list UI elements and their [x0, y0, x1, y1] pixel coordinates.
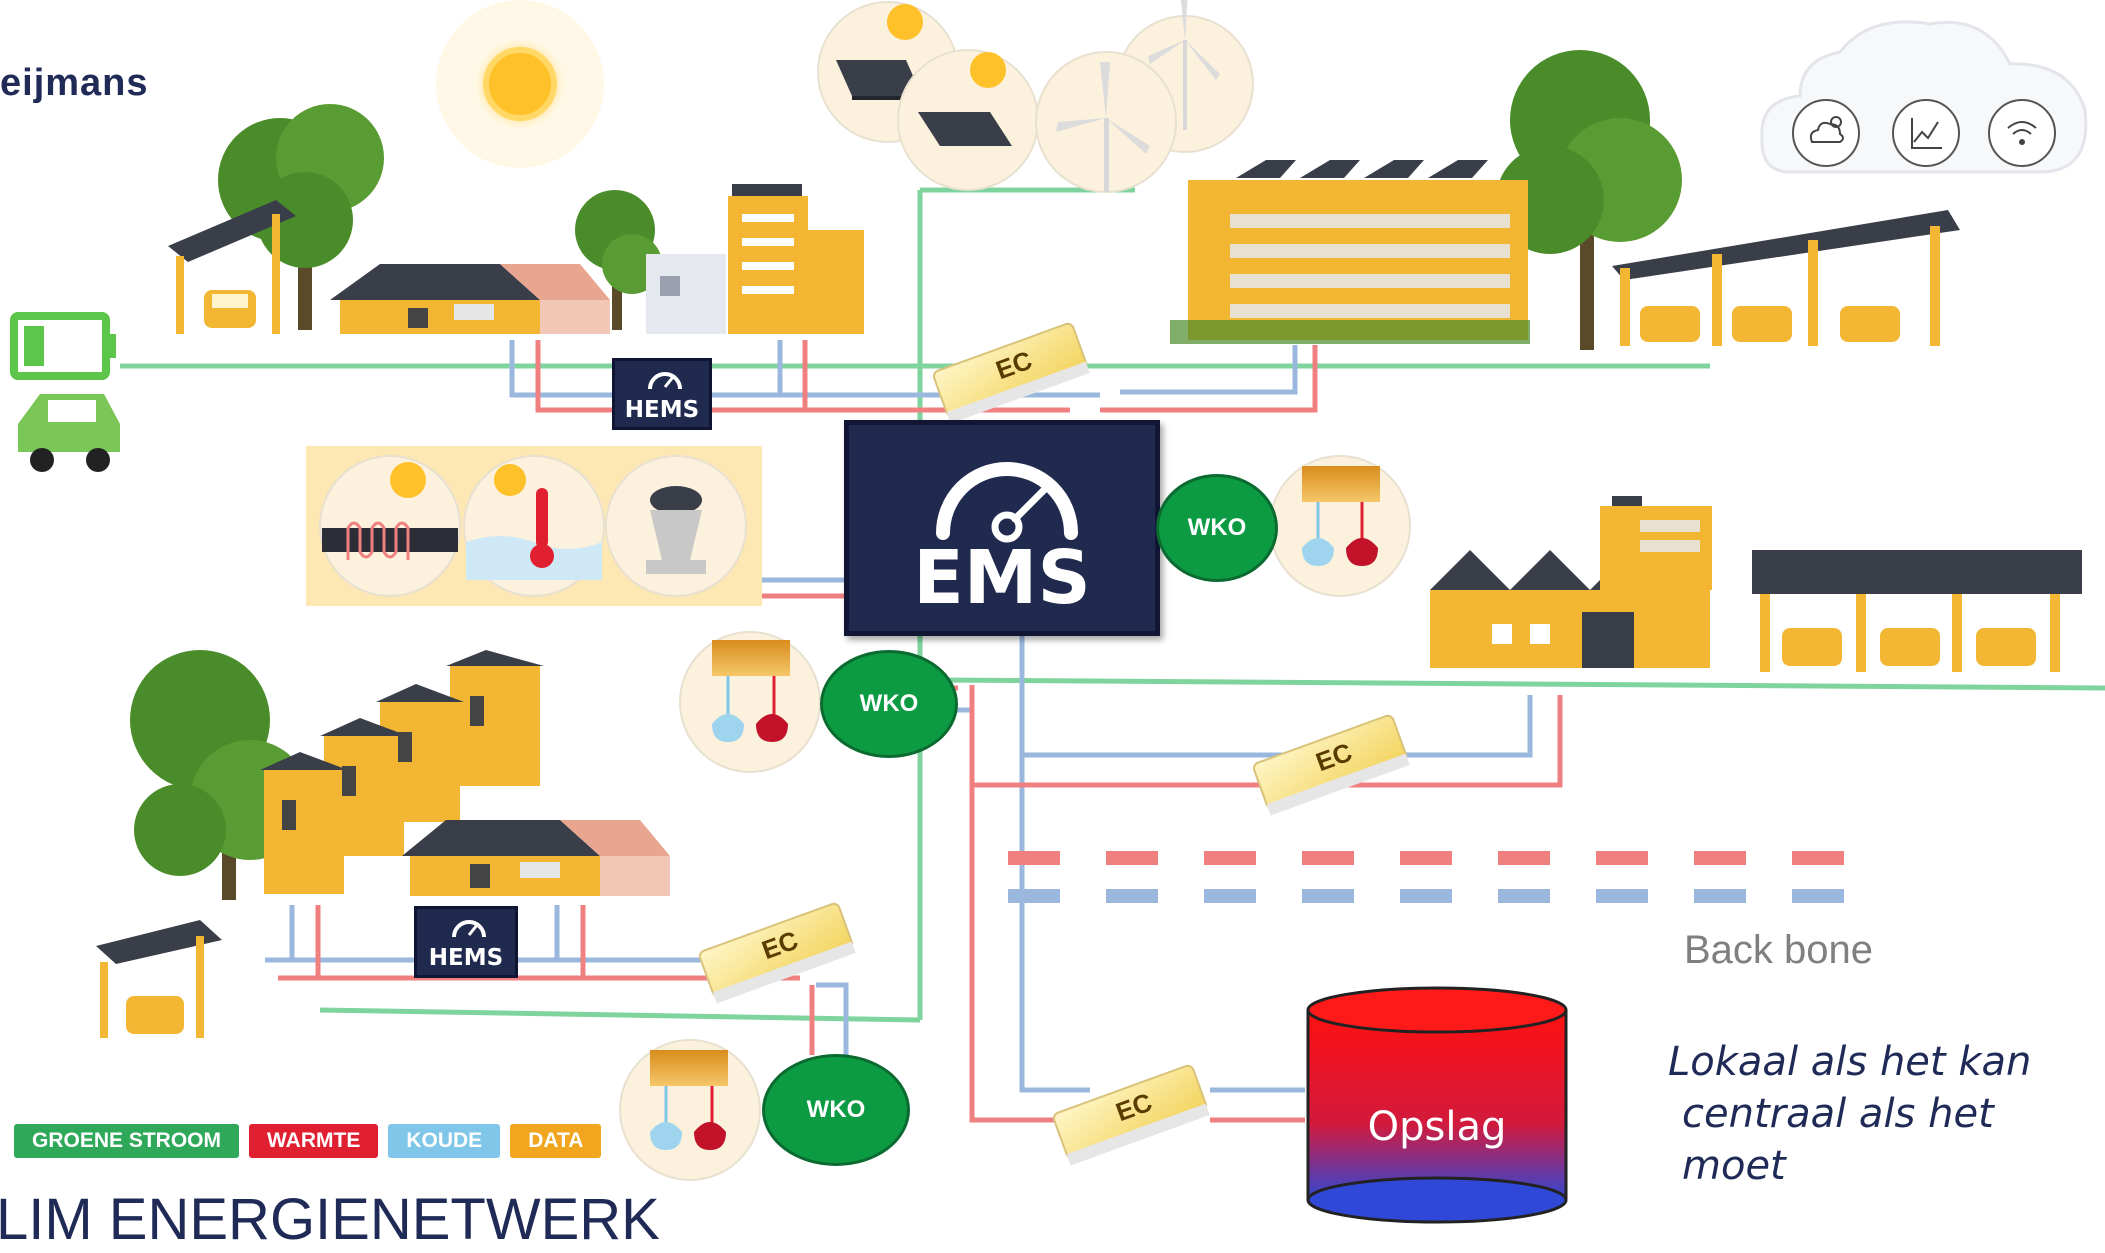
ec-device — [698, 902, 856, 1004]
carport-with-cars — [1612, 210, 1960, 346]
legend: GROENE STROOM WARMTE KOUDE DATA — [14, 1124, 602, 1158]
page-title: LIM ENERGIENETWERK — [0, 1187, 660, 1252]
motto: Lokaal als het kan centraal als het moet — [1668, 1036, 2105, 1192]
backbone-dashes — [1008, 851, 1852, 903]
ec-device — [1252, 714, 1410, 816]
terraced-houses — [260, 650, 544, 894]
backbone-label: Back bone — [1684, 928, 1874, 972]
wko-well-icon — [1269, 455, 1411, 597]
gauge-icon — [648, 372, 682, 390]
house — [402, 820, 670, 896]
legend-heat: WARMTE — [249, 1124, 379, 1158]
storage-label: Opslag — [1367, 1104, 1507, 1150]
ems-label: EMS — [913, 535, 1091, 621]
thermometer-water-icon — [463, 455, 605, 597]
gauge-icon — [452, 920, 486, 938]
wko-node: WKO — [1156, 474, 1278, 582]
motto-line-2: centraal als het moet — [1682, 1091, 1994, 1189]
chart-icon — [1892, 99, 1960, 167]
hems-device: HEMS — [612, 358, 712, 430]
hems-label: HEMS — [624, 397, 700, 423]
factory — [1430, 496, 1712, 668]
carport-with-car — [168, 200, 296, 334]
gauge-icon — [936, 462, 1078, 543]
thermal-sources-panel — [306, 446, 762, 606]
motto-line-1: Lokaal als het kan — [1668, 1039, 2032, 1085]
ec-device — [932, 322, 1090, 424]
wind-turbine-icon — [1035, 51, 1177, 193]
weather-icon — [1792, 99, 1860, 167]
wko-node: WKO — [820, 650, 958, 758]
office-building — [1170, 160, 1530, 344]
apartment-building — [646, 184, 864, 334]
battery-icon — [10, 312, 116, 380]
carport-with-car — [96, 920, 222, 1038]
hems-label: HEMS — [428, 945, 504, 971]
tree — [218, 104, 384, 330]
electric-car-icon — [18, 394, 120, 472]
ems-controller: EMS — [844, 420, 1160, 636]
legend-cold: KOUDE — [388, 1124, 501, 1158]
legend-data: DATA — [510, 1124, 602, 1158]
legend-green-power: GROENE STROOM — [14, 1124, 240, 1158]
wko-well-icon — [679, 631, 821, 773]
house — [330, 264, 610, 334]
wifi-icon — [1988, 99, 2056, 167]
carport-with-cars — [1752, 550, 2082, 672]
solar-panel-icon — [897, 49, 1039, 191]
surface-collector-icon — [319, 455, 461, 597]
hems-device: HEMS — [414, 906, 518, 978]
storage-tank — [1306, 986, 1568, 1224]
ec-device — [1052, 1064, 1210, 1166]
sun-icon — [436, 0, 604, 168]
wko-node: WKO — [762, 1054, 910, 1166]
brand-logo: eijmans — [0, 62, 149, 104]
tree — [1496, 50, 1682, 350]
wko-well-icon — [619, 1039, 761, 1181]
dry-cooler-icon — [605, 455, 747, 597]
